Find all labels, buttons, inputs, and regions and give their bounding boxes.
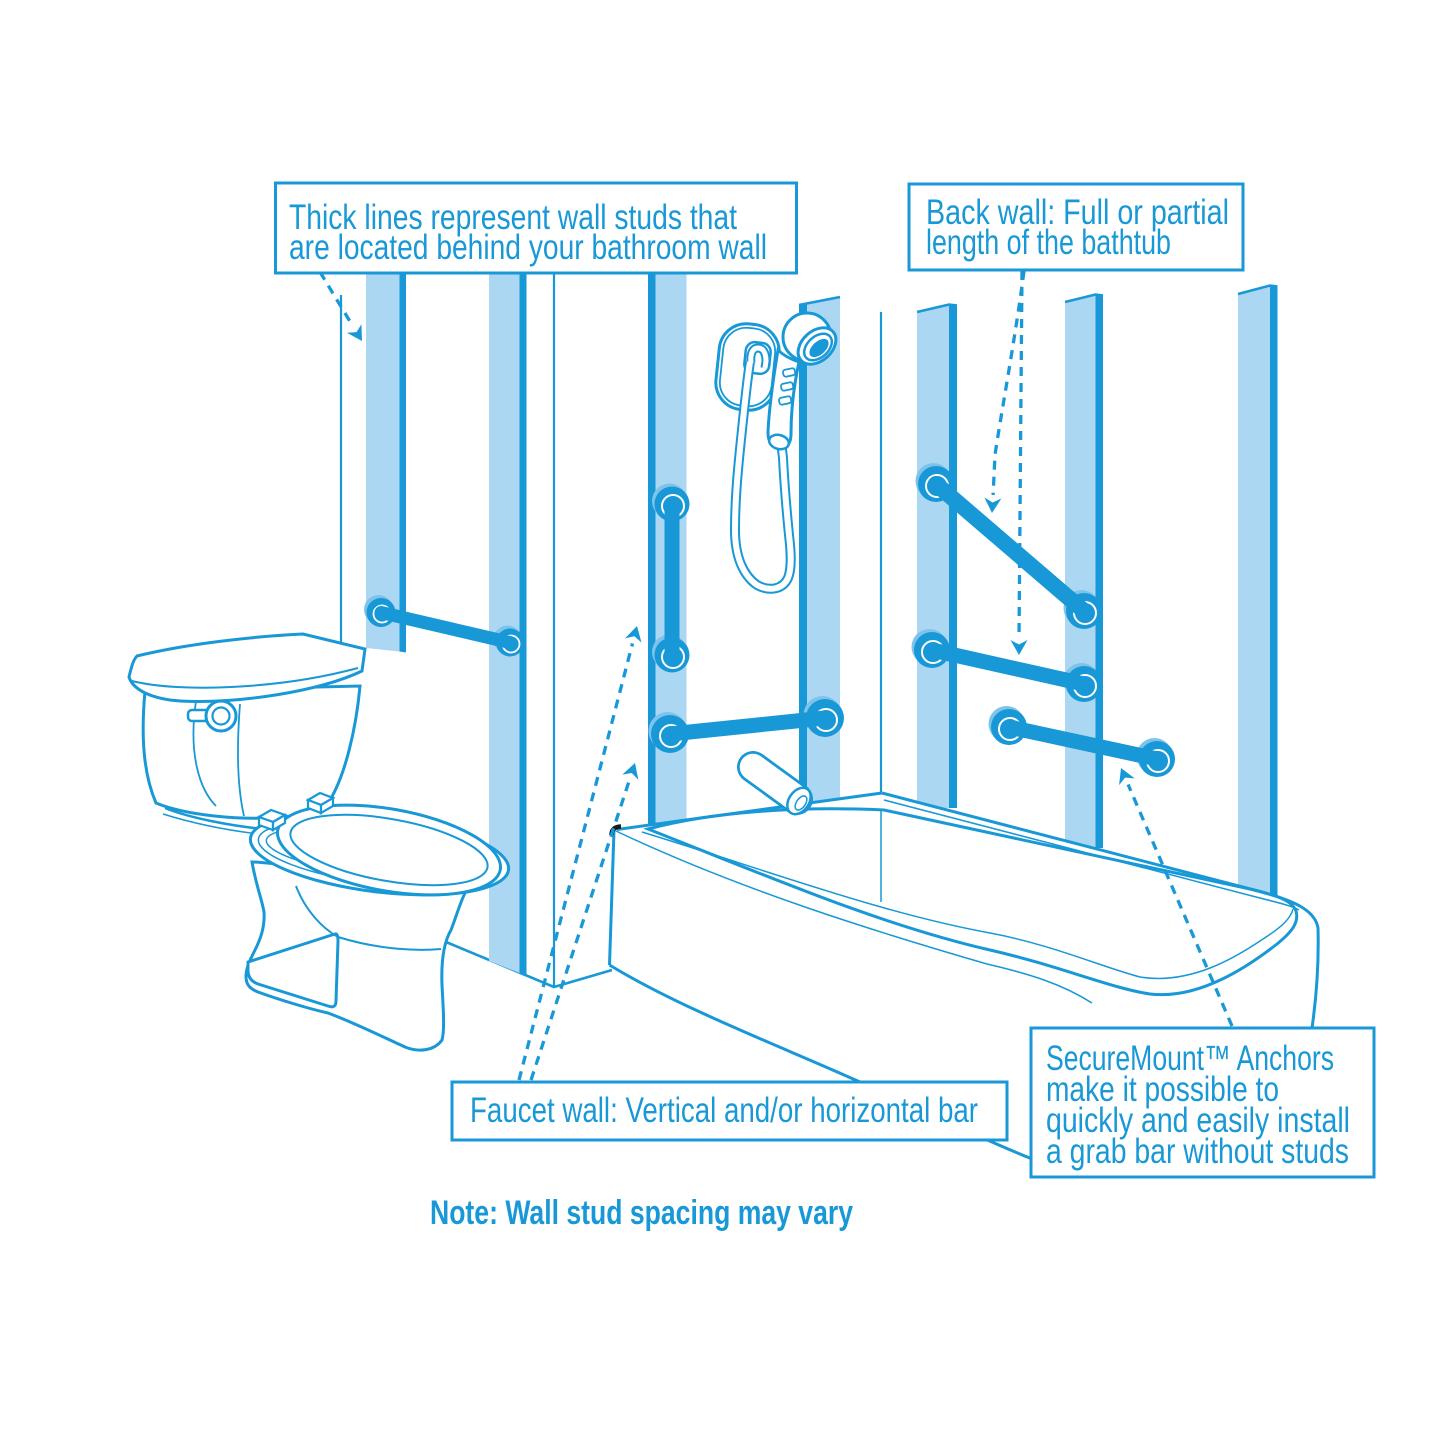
svg-text:Faucet wall: Vertical and/or h: Faucet wall: Vertical and/or horizontal …: [470, 1091, 978, 1130]
svg-text:a grab bar without studs: a grab bar without studs: [1046, 1132, 1349, 1171]
svg-text:Note: Wall stud spacing may va: Note: Wall stud spacing may vary: [430, 1194, 853, 1232]
svg-text:quickly and easily install: quickly and easily install: [1046, 1101, 1350, 1140]
svg-text:Thick lines represent wall stu: Thick lines represent wall studs that: [289, 198, 737, 237]
svg-text:make it possible to: make it possible to: [1046, 1070, 1279, 1109]
svg-text:length of the bathtub: length of the bathtub: [926, 223, 1171, 262]
svg-text:are located behind your bathro: are located behind your bathroom wall: [289, 228, 767, 267]
svg-text:Back wall: Full or partial: Back wall: Full or partial: [926, 193, 1229, 232]
svg-text:SecureMount™ Anchors: SecureMount™ Anchors: [1046, 1039, 1334, 1078]
